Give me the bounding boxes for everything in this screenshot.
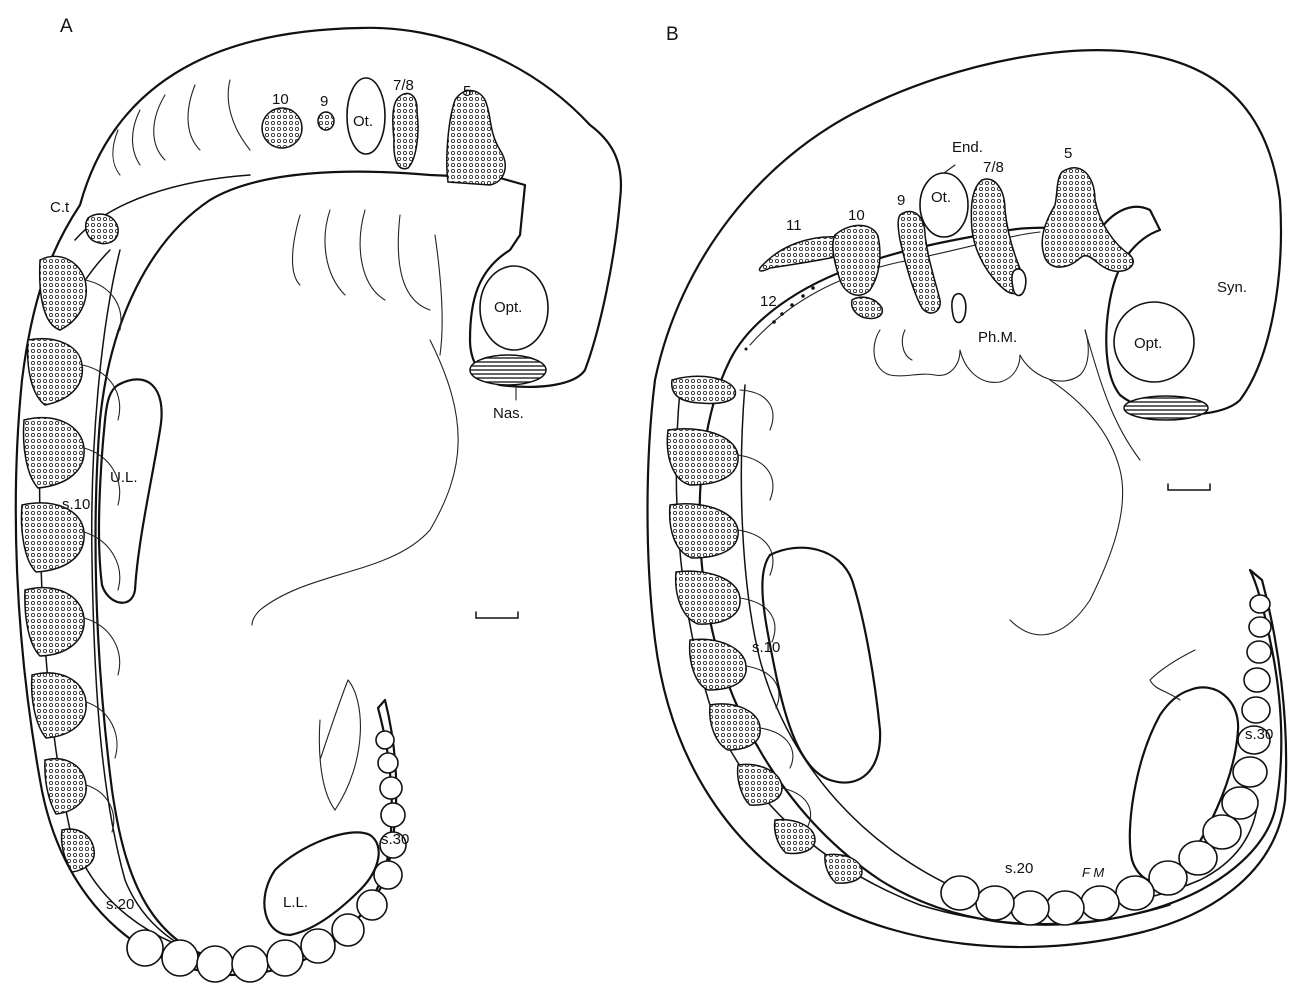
panel-a-lower-limb	[264, 832, 378, 935]
panel-a: A	[16, 16, 621, 982]
panel-a-tail-segments	[127, 731, 406, 982]
panel-b-label-11: 11	[786, 217, 802, 234]
panel-b-ganglion-11	[759, 237, 845, 271]
panel-a-label-10: 10	[272, 91, 289, 108]
panel-a-letter: A	[60, 16, 73, 37]
panel-a-nasal-placode	[470, 355, 546, 385]
panel-b-label-s20: s.20	[1005, 860, 1033, 877]
panel-b-ganglion-12-dots	[745, 286, 815, 350]
panel-b-label-ot: Ot.	[931, 189, 951, 206]
panel-b: B	[648, 24, 1287, 947]
panel-b-label-opt: Opt.	[1134, 335, 1162, 352]
panel-a-notochord	[92, 250, 250, 968]
panel-a-ganglion-9	[318, 112, 334, 130]
panel-b-upper-limb	[762, 548, 880, 783]
panel-b-ganglion-5	[1042, 168, 1133, 272]
panel-b-somite-loops	[738, 390, 811, 826]
panel-a-label-ot: Ot.	[353, 113, 373, 130]
panel-b-nasal-placode	[1124, 396, 1208, 420]
panel-b-label-9: 9	[897, 192, 905, 209]
panel-b-label-7-8: 7/8	[983, 159, 1004, 176]
panel-a-ganglion-7-8	[393, 93, 418, 168]
panel-b-label-fm: F M	[1082, 865, 1104, 880]
panel-b-label-s30: s.30	[1245, 726, 1273, 743]
panel-a-scale-bar	[476, 612, 518, 618]
panel-a-body-outline	[16, 28, 621, 975]
panel-a-label-ul: U.L.	[110, 469, 138, 486]
panel-a-label-s20: s.20	[106, 896, 134, 913]
panel-b-tail-segments	[941, 595, 1271, 925]
panel-b-label-12: 12	[760, 293, 777, 310]
panel-b-heart-outline	[1010, 330, 1140, 635]
panel-a-label-9: 9	[320, 93, 328, 110]
panel-a-label-ct: C.t	[50, 199, 70, 216]
panel-a-heart-outline	[252, 340, 458, 625]
panel-a-upper-limb	[99, 379, 162, 602]
panel-b-notochord	[676, 390, 1170, 924]
panel-a-label-nas: Nas.	[493, 405, 524, 422]
panel-b-ganglion-10	[833, 225, 880, 295]
panel-b-pharyngeal-muscle-2	[1012, 269, 1026, 295]
panel-b-label-s10: s.10	[752, 639, 780, 656]
panel-a-label-7-8: 7/8	[393, 77, 414, 94]
panel-b-label-phm: Ph.M.	[978, 329, 1017, 346]
panel-a-label-5: 5	[463, 83, 471, 100]
panel-a-label-ll: L.L.	[283, 894, 308, 911]
panel-b-label-5: 5	[1064, 145, 1072, 162]
panel-a-label-s10: s.10	[62, 496, 90, 513]
panel-a-ganglion-5	[447, 91, 505, 185]
panel-b-label-end: End.	[952, 139, 983, 156]
panel-b-end-leader	[944, 165, 955, 173]
panel-b-label-10: 10	[848, 207, 865, 224]
panel-b-pharyngeal-muscle-1	[952, 294, 966, 323]
panel-b-ganglion-10b	[852, 297, 883, 318]
panel-a-label-opt: Opt.	[494, 299, 522, 316]
panel-a-cervical-ganglion	[86, 214, 119, 243]
panel-b-body-outline	[648, 50, 1287, 947]
panel-b-letter: B	[666, 24, 679, 45]
panel-b-scale-bar	[1168, 484, 1210, 490]
panel-a-label-s30: s.30	[381, 831, 409, 848]
panel-b-label-syn: Syn.	[1217, 279, 1247, 296]
panel-b-somites	[667, 376, 862, 883]
panel-a-somites	[22, 256, 95, 872]
panel-a-ganglion-10	[262, 108, 302, 148]
